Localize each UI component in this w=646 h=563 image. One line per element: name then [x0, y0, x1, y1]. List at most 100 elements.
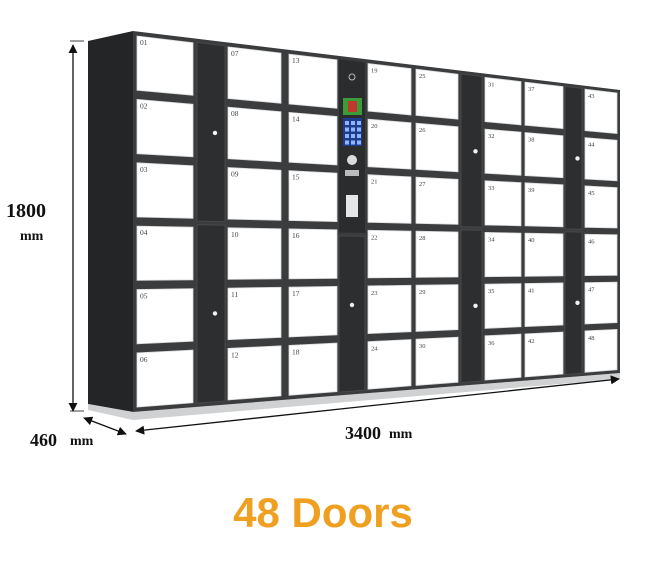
door-number: 30	[419, 343, 426, 350]
door-number: 38	[528, 136, 535, 143]
locker-door	[584, 137, 618, 182]
tall-door	[564, 231, 583, 375]
keyhole-lock-icon	[575, 156, 580, 161]
locker-door	[288, 228, 338, 280]
depth-value: 460	[30, 430, 57, 450]
terminal-screen-icon	[348, 101, 357, 112]
keypad-key	[351, 134, 355, 138]
locker-door	[288, 170, 338, 223]
door-number: 48	[588, 335, 595, 342]
locker-door	[136, 35, 194, 96]
door-number: 44	[588, 142, 595, 149]
locker-door	[288, 285, 338, 338]
terminal-lower-door	[338, 235, 366, 393]
locker-door	[367, 284, 412, 335]
locker-door	[415, 68, 459, 120]
keyhole-lock-icon	[212, 130, 218, 136]
keyhole-lock-icon	[473, 149, 478, 154]
locker-door	[484, 76, 522, 126]
door-number: 20	[371, 123, 378, 130]
door-number: 27	[419, 181, 426, 188]
keypad-key	[345, 121, 349, 125]
fingerprint-reader-icon	[347, 155, 357, 165]
door-number: 31	[488, 81, 495, 88]
door-number: 21	[371, 179, 378, 186]
keypad-key	[351, 140, 355, 145]
keyhole-lock-icon	[212, 311, 218, 316]
door-number: 19	[371, 67, 378, 74]
width-dimension-line	[135, 375, 620, 435]
keyhole-lock-icon	[473, 303, 478, 308]
keypad-key	[357, 127, 361, 132]
door-number: 10	[231, 230, 239, 239]
depth-dimension-line	[83, 416, 127, 436]
door-number: 11	[231, 290, 238, 299]
tall-door	[564, 85, 583, 230]
door-number: 45	[588, 190, 595, 197]
locker-door	[227, 227, 282, 280]
locker-door	[367, 118, 412, 170]
height-unit: mm	[20, 229, 44, 244]
door-number: 16	[292, 231, 300, 240]
locker-door	[584, 281, 618, 325]
door-number: 47	[588, 287, 595, 294]
door-number: 03	[140, 165, 148, 174]
door-number: 14	[292, 114, 300, 123]
door-number: 08	[231, 109, 239, 118]
locker-door	[484, 128, 522, 176]
locker-door	[288, 53, 338, 109]
door-number: 35	[488, 288, 495, 295]
door-count-caption: 48 Doors	[233, 489, 413, 536]
door-number: 02	[140, 101, 148, 110]
keyhole-lock-icon	[349, 302, 355, 308]
locker-door	[524, 232, 564, 277]
locker-door	[584, 88, 618, 134]
door-number: 24	[371, 346, 378, 353]
keypad-key	[345, 134, 349, 138]
locker-door	[136, 162, 194, 219]
door-number: 34	[488, 236, 495, 243]
door-number: 04	[140, 228, 148, 237]
keypad-key	[345, 127, 349, 132]
door-number: 43	[588, 93, 595, 100]
locker-door	[524, 331, 564, 378]
door-number: 32	[488, 133, 495, 140]
locker-door	[367, 174, 412, 224]
keypad-key	[357, 134, 361, 138]
dimension-lines	[68, 40, 620, 436]
locker-door	[415, 284, 459, 332]
door-number: 46	[588, 238, 595, 245]
door-number: 33	[488, 185, 495, 192]
height-value: 1800	[6, 200, 46, 222]
width-value: 3400	[345, 423, 381, 443]
receipt-printer	[346, 195, 358, 217]
locker-door	[136, 98, 194, 158]
locker-door	[415, 122, 459, 173]
locker-door	[524, 282, 564, 328]
tall-door	[460, 73, 483, 228]
width-unit: mm	[389, 427, 413, 442]
door-number: 28	[419, 235, 426, 242]
locker-body: 0102030405060708091011121314151617181920…	[88, 31, 620, 420]
door-number: 26	[419, 127, 426, 134]
locker-door	[484, 180, 522, 227]
locker-door	[367, 63, 412, 116]
locker-door	[524, 182, 564, 228]
locker-door	[227, 167, 282, 221]
locker-door	[288, 111, 338, 166]
locker-door	[227, 286, 282, 341]
door-number: 22	[371, 234, 378, 241]
locker-door	[136, 225, 194, 281]
locker-door	[484, 231, 522, 278]
locker-door	[136, 288, 194, 345]
locker-door	[524, 81, 564, 130]
door-number: 05	[140, 292, 148, 301]
locker-door	[584, 233, 618, 277]
locker-door	[524, 132, 564, 179]
door-number: 15	[292, 173, 300, 182]
keypad-key	[345, 140, 349, 145]
keyhole-lock-icon	[575, 300, 580, 305]
door-number: 29	[419, 289, 426, 296]
door-number: 39	[528, 187, 535, 194]
